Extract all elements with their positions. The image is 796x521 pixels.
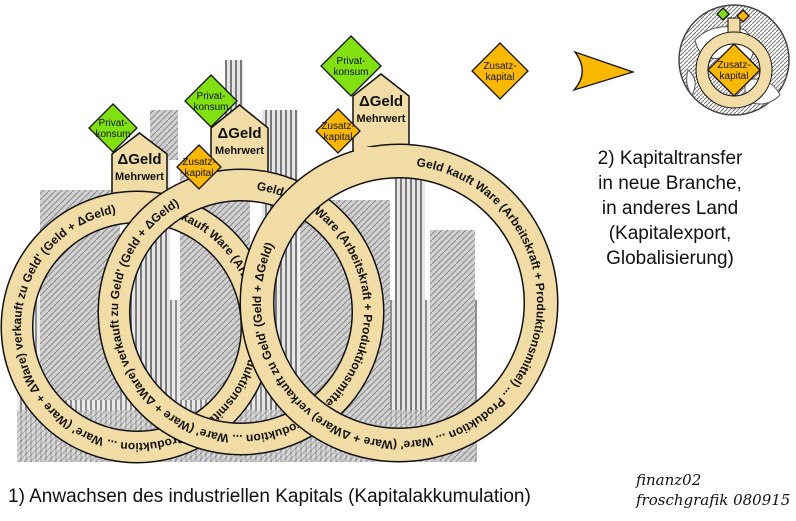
- privatkonsum-diamond: Privat-konsum: [88, 103, 138, 153]
- zusatzkapital-mini-diamond-shape: [736, 9, 750, 23]
- tab-join: [212, 172, 267, 194]
- zusatzkapital-diamond-label: Zusatz-: [321, 121, 354, 132]
- privatkonsum-mini-diamond: [716, 7, 730, 21]
- delta-geld-label: ΔGeld: [117, 151, 161, 168]
- privatkonsum-diamond-shape: [184, 74, 238, 128]
- zusatzkapital-diamond-globe-shape: [707, 43, 761, 97]
- zusatzkapital-diamond-label: Zusatz-: [182, 157, 215, 168]
- zusatzkapital-diamond-label: kapital: [324, 132, 353, 143]
- transfer-arrow: [571, 50, 636, 92]
- mehrwert-label: Mehrwert: [215, 145, 264, 157]
- privatkonsum-diamond-shape: [88, 103, 138, 153]
- zusatzkapital-diamond-globe: Zusatz-kapital: [707, 43, 761, 97]
- zusatzkapital-diamond-transfer-label: Zusatz-: [483, 61, 516, 72]
- zusatzkapital-diamond: Zusatz-kapital: [176, 144, 222, 190]
- zusatzkapital-diamond-shape: [315, 108, 361, 154]
- privatkonsum-diamond-label: Privat-: [197, 91, 226, 102]
- mehrwert-label: Mehrwert: [115, 171, 164, 183]
- mehrwert-label: Mehrwert: [357, 113, 406, 125]
- zusatzkapital-diamond-shape: [176, 144, 222, 190]
- signature-line-2: froschgrafik 080915: [636, 491, 791, 509]
- tab-join: [354, 147, 408, 169]
- privatkonsum-diamond-label: konsum: [95, 129, 130, 140]
- caption-capital-transfer: 2) Kapitaltransfer in neue Branche, in a…: [575, 146, 765, 271]
- zusatzkapital-diamond-transfer: Zusatz-kapital: [471, 42, 529, 100]
- globe-ring-band: [696, 32, 772, 108]
- delta-geld-label: ΔGeld: [217, 125, 261, 142]
- zusatzkapital-diamond-moving: Zusatz-kapital: [471, 42, 529, 100]
- delta-geld-label: ΔGeld: [359, 93, 403, 110]
- zusatzkapital-diamond-label: kapital: [185, 168, 214, 179]
- caption-line: in neue Branche,: [598, 173, 742, 194]
- author-signature: finanz02 froschgrafik 080915: [636, 470, 790, 510]
- signature-line-1: finanz02: [636, 471, 702, 489]
- caption-line: Globalisierung): [606, 248, 734, 269]
- privatkonsum-diamond-label: Privat-: [99, 118, 128, 129]
- zusatzkapital-diamond-globe-label: Zusatz-: [717, 60, 750, 71]
- privatkonsum-diamond-label: konsum: [193, 102, 228, 113]
- privatkonsum-diamond-label: Privat-: [337, 56, 366, 67]
- zusatzkapital-diamond-transfer-shape: [471, 42, 529, 100]
- privatkonsum-diamond-label: konsum: [333, 67, 368, 78]
- caption-line: (Kapitalexport,: [608, 223, 732, 244]
- zusatzkapital-diamond-globe-label: kapital: [720, 71, 749, 82]
- privatkonsum-diamond-shape: [320, 35, 382, 97]
- privatkonsum-diamond: Privat-konsum: [184, 74, 238, 128]
- zusatzkapital-diamond-transfer-label: kapital: [486, 72, 515, 83]
- caption-line: in anderes Land: [601, 198, 739, 219]
- privatkonsum-diamond: Privat-konsum: [320, 35, 382, 97]
- caption-line: 2) Kapitaltransfer: [597, 148, 743, 169]
- zusatzkapital-mini-diamond: [736, 9, 750, 23]
- caption-capital-accumulation: 1) Anwachsen des industriellen Kapitals …: [8, 486, 531, 507]
- privatkonsum-mini-diamond-shape: [716, 7, 730, 21]
- zusatzkapital-diamond: Zusatz-kapital: [315, 108, 361, 154]
